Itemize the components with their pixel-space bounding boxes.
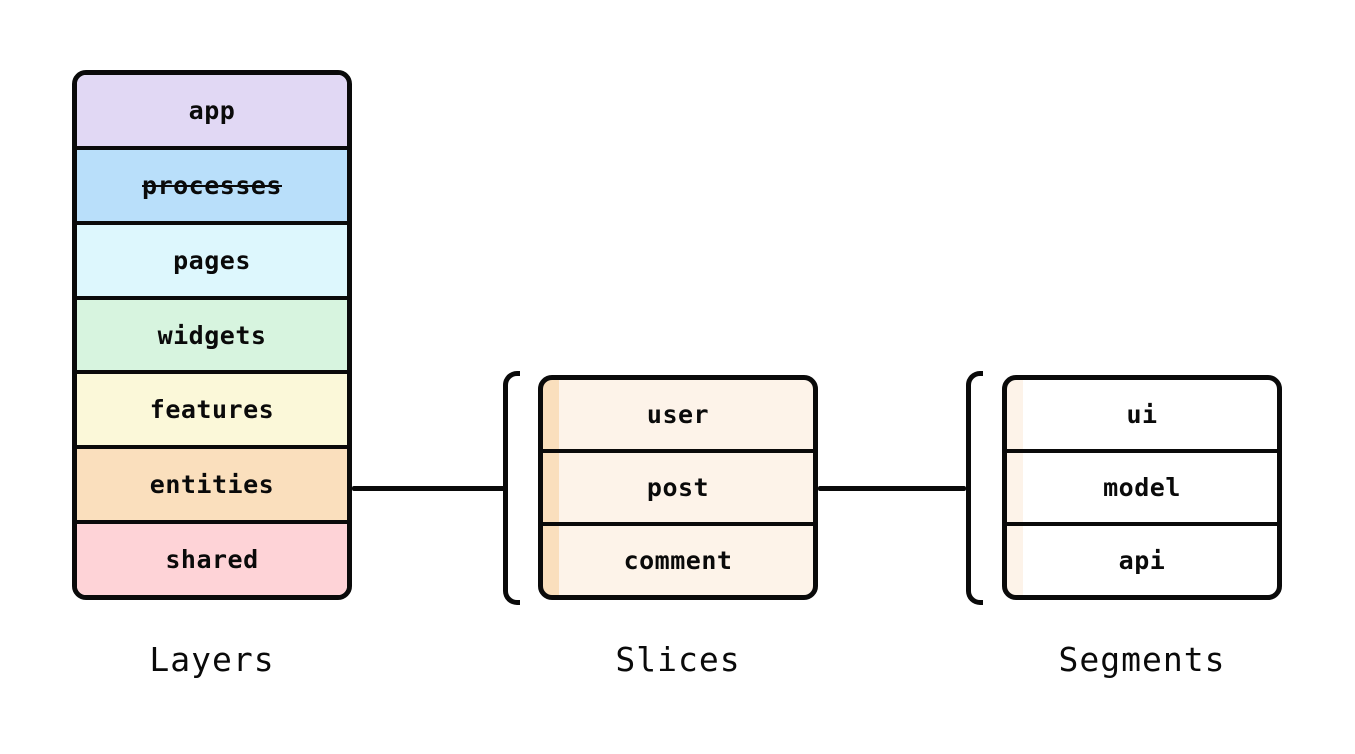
segment-row-ui: ui [1007, 380, 1277, 453]
slice-label-user: user [646, 400, 710, 429]
layer-label-shared: shared [165, 545, 259, 575]
layer-row-features: features [77, 374, 347, 450]
slice-label-post: post [646, 473, 710, 502]
layer-row-app: app [77, 75, 347, 150]
layers-caption: Layers [149, 640, 275, 679]
slice-row-user: user [543, 380, 813, 453]
layer-row-entities: entities [77, 449, 347, 525]
connector-slices-to-segments [818, 486, 966, 491]
segment-label-api: api [1118, 546, 1166, 575]
segments-stack: ui model api [1002, 375, 1282, 600]
layer-row-widgets: widgets [77, 299, 347, 375]
layer-label-entities: entities [149, 470, 275, 500]
layer-row-processes: processes [77, 149, 347, 225]
layer-row-pages: pages [77, 224, 347, 300]
connector-layers-to-slices [352, 486, 505, 491]
slice-label-comment: comment [623, 546, 733, 575]
layer-row-shared: shared [77, 524, 347, 595]
segment-row-model: model [1007, 453, 1277, 526]
slice-row-comment: comment [543, 526, 813, 595]
layer-label-features: features [149, 395, 275, 425]
layer-label-app: app [188, 95, 236, 125]
segments-caption: Segments [1058, 640, 1226, 679]
slices-group-bracket [503, 371, 520, 605]
segment-row-api: api [1007, 526, 1277, 595]
layers-stack: app processes pages widgets features ent… [72, 70, 352, 600]
layer-label-pages: pages [173, 245, 251, 275]
slices-stack: user post comment [538, 375, 818, 600]
slice-row-post: post [543, 453, 813, 526]
segments-group-bracket [966, 371, 983, 605]
segment-label-ui: ui [1126, 400, 1158, 429]
segment-label-model: model [1103, 473, 1181, 502]
layer-label-widgets: widgets [157, 320, 267, 350]
slices-caption: Slices [615, 640, 741, 679]
layer-label-processes: processes [142, 170, 282, 200]
